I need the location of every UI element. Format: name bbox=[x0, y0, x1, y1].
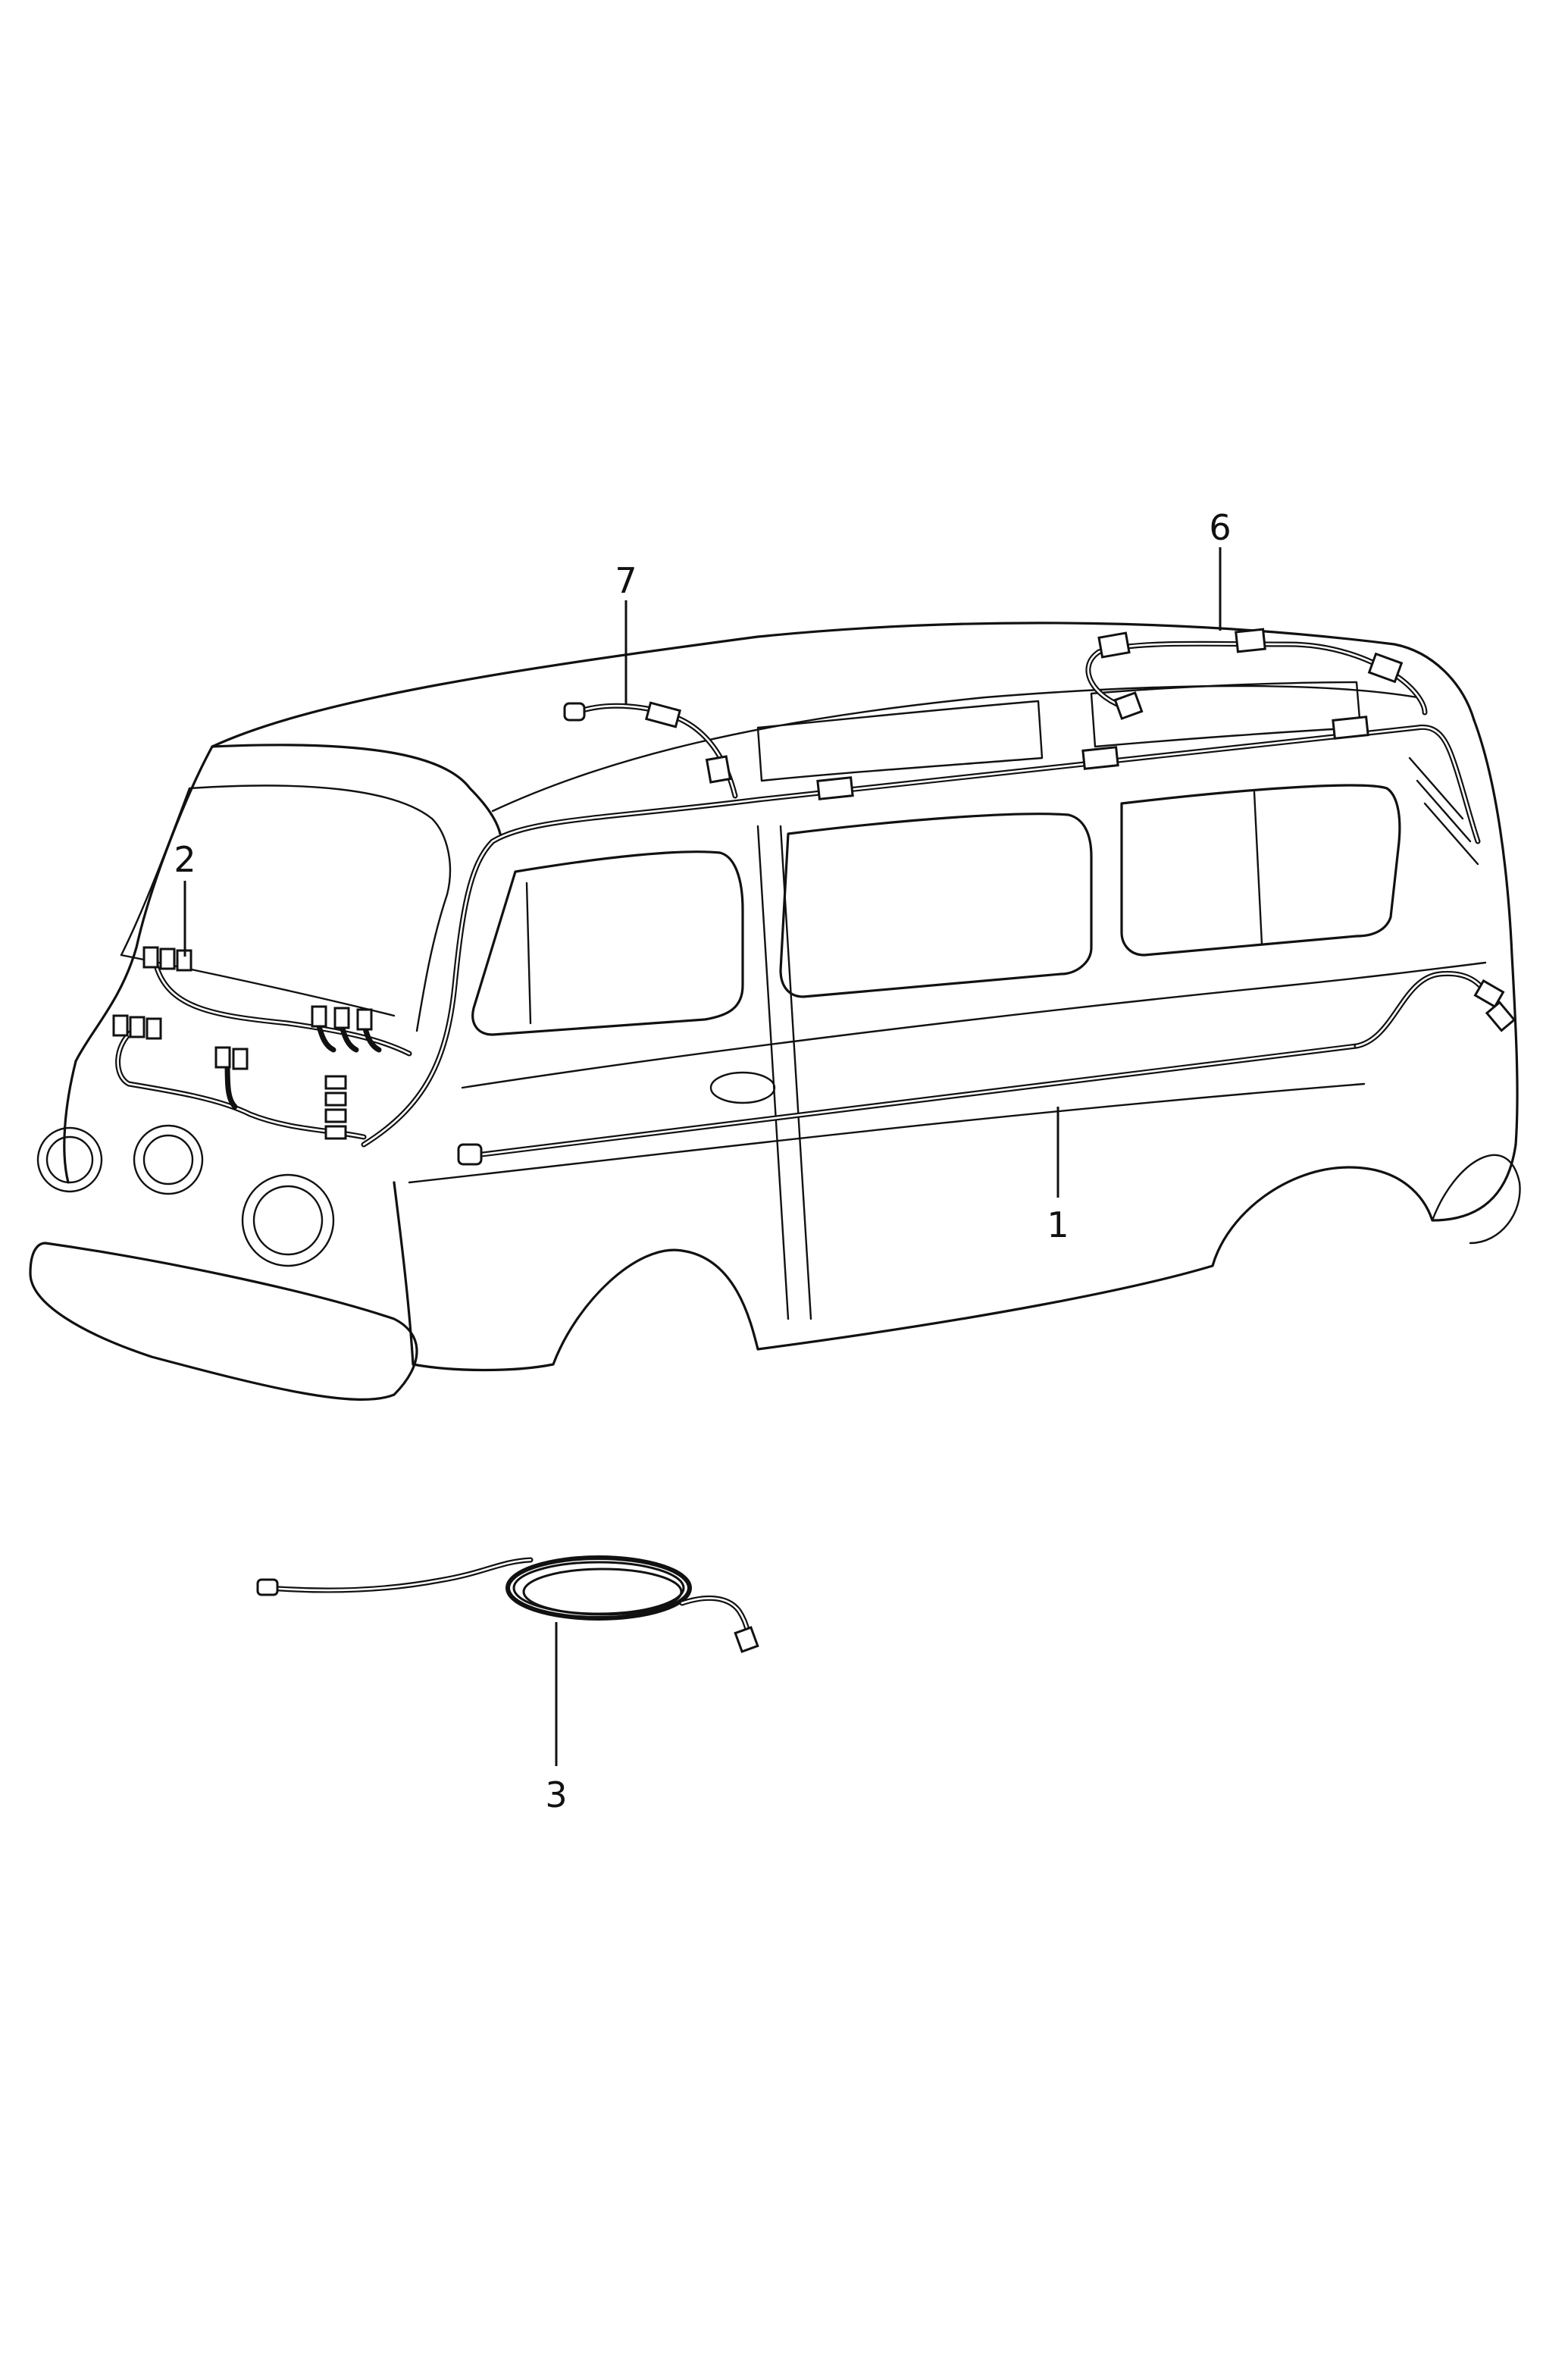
callout-label-1: 1 bbox=[1047, 1204, 1069, 1245]
main-side-wiring-harness bbox=[361, 716, 1516, 1166]
callout-7: 7 bbox=[615, 560, 637, 705]
callout-3: 3 bbox=[545, 1622, 568, 1815]
rear-roof-wiring-harness bbox=[1085, 628, 1428, 720]
callout-label-3: 3 bbox=[545, 1774, 567, 1815]
callout-2: 2 bbox=[174, 839, 196, 957]
callout-label-7: 7 bbox=[615, 560, 637, 601]
callout-1: 1 bbox=[1047, 1107, 1069, 1245]
rear-vent-grille bbox=[1408, 756, 1479, 866]
callout-6: 6 bbox=[1209, 507, 1232, 631]
dashboard-wiring-harness bbox=[112, 946, 412, 1140]
van-body bbox=[29, 622, 1521, 1401]
callout-label-2: 2 bbox=[174, 839, 196, 880]
side-windows bbox=[471, 681, 1401, 1036]
callout-label-6: 6 bbox=[1209, 507, 1231, 548]
loose-cable-coil bbox=[256, 1555, 759, 1653]
front-roof-wiring-harness bbox=[563, 701, 738, 799]
